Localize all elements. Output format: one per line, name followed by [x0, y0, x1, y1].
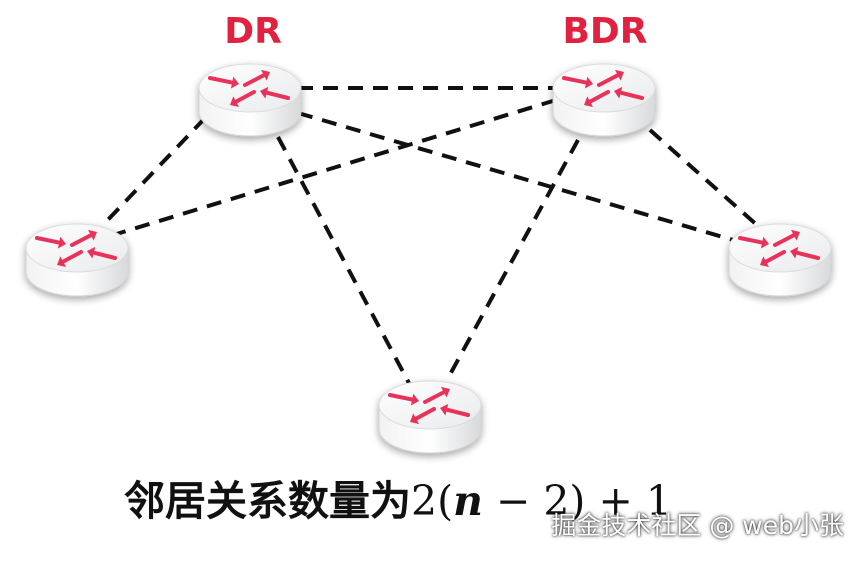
formula-open-paren: (: [437, 477, 454, 525]
bdr-label: BDR: [562, 11, 648, 52]
edge-dr-router-right: [297, 111, 741, 244]
router-icon: [552, 63, 656, 137]
dr-label: DR: [224, 11, 282, 52]
nodes-layer: [25, 63, 832, 454]
formula-tail: + 1: [585, 477, 672, 525]
edge-dr-router-bottom: [276, 136, 412, 386]
formula-number: 2: [411, 477, 438, 525]
edge-bdr-router-left: [109, 98, 557, 238]
router-icon: [25, 223, 129, 297]
formula-variable: n: [453, 477, 483, 525]
caption-text: 邻居关系数量为: [124, 477, 411, 525]
edge-bdr-router-right: [648, 128, 760, 228]
formula-minus: − 2: [482, 477, 570, 525]
watermark: 掘金技术社区 @ web小张: [551, 511, 844, 540]
neighbor-count-caption: 邻居关系数量为2(n − 2) + 1: [124, 481, 672, 522]
router-icon: [378, 380, 482, 454]
edge-bdr-router-bottom: [445, 139, 580, 381]
router-icon: [728, 223, 832, 297]
edges-layer: [100, 86, 760, 386]
formula-close-paren: ): [569, 477, 586, 525]
router-icon: [198, 63, 302, 137]
